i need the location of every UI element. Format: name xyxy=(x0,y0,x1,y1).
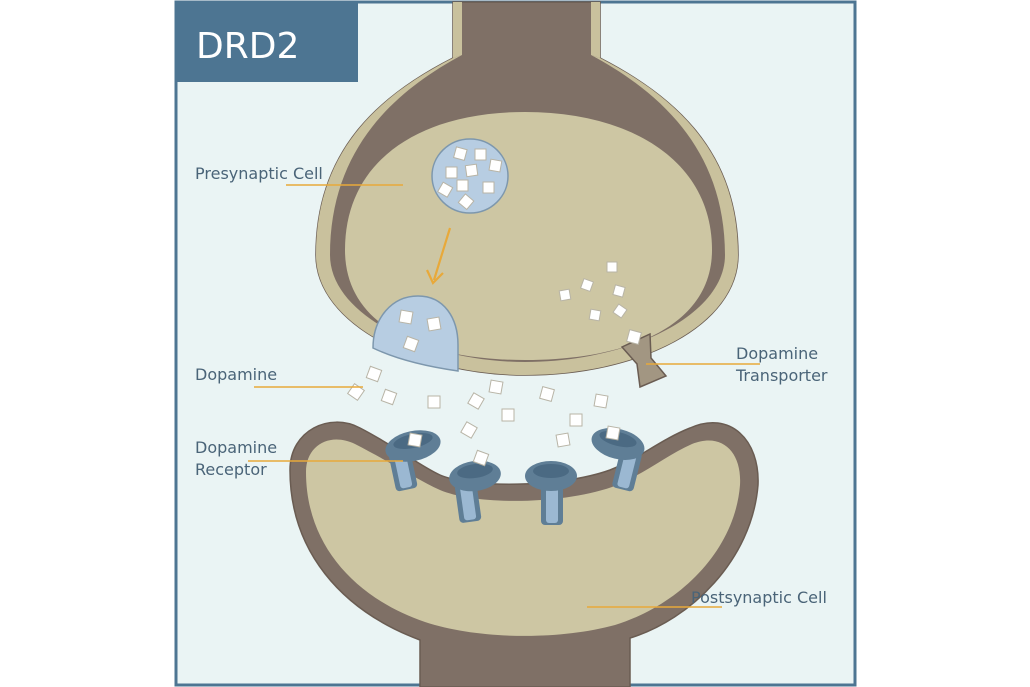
callout-lines xyxy=(248,184,760,608)
dopamine-molecule xyxy=(612,284,626,298)
dopamine-molecule xyxy=(467,392,485,410)
dopamine-receptor-4 xyxy=(591,425,645,492)
title-bar xyxy=(176,2,358,82)
dopamine-molecule xyxy=(569,413,583,427)
dopamine-molecule xyxy=(555,432,571,448)
dopamine-receptor-2 xyxy=(449,449,501,523)
diagram-title: DRD2 xyxy=(196,26,299,67)
dopamine-molecule xyxy=(457,193,475,211)
dopamine-receptor-1 xyxy=(385,430,441,492)
axon-stripe-left xyxy=(453,2,462,58)
dopamine-molecule xyxy=(626,329,642,345)
receptor-cap-top xyxy=(457,463,493,479)
receptor-stem-highlight xyxy=(546,487,558,523)
dopamine-molecule xyxy=(365,365,383,383)
label-dopamine-transporter-line1: Dopamine xyxy=(736,344,818,363)
label-postsynaptic-cell: Postsynaptic Cell xyxy=(691,588,827,607)
dopamine-molecule xyxy=(407,432,423,448)
axon-stripe-right xyxy=(591,2,600,58)
dopamine-molecule xyxy=(456,179,469,192)
label-dopamine-receptor-line1: Dopamine xyxy=(195,438,277,457)
dopamine-receptor-3 xyxy=(525,461,577,525)
label-dopamine-transporter-line2: Transporter xyxy=(735,366,828,385)
dopamine-molecule xyxy=(402,335,420,353)
dopamine-molecule xyxy=(453,146,468,161)
dopamine-molecule xyxy=(445,166,458,179)
vesicle-top xyxy=(431,138,509,214)
dopamine-molecule xyxy=(606,261,618,273)
label-presynaptic-cell: Presynaptic Cell xyxy=(195,164,323,183)
dopamine-molecule xyxy=(460,421,478,439)
dopamine-molecule xyxy=(426,316,442,332)
dopamine-molecule xyxy=(427,395,441,409)
reuptake-dopamine-cluster xyxy=(558,261,628,322)
transporter-shape xyxy=(620,332,668,389)
label-dopamine-receptor-line2: Receptor xyxy=(195,460,267,479)
dopamine-molecule xyxy=(474,148,487,161)
dopamine-molecule xyxy=(464,163,479,178)
dopamine-molecule xyxy=(579,277,595,293)
synaptic-cleft-dopamine xyxy=(346,365,609,448)
dopamine-molecule xyxy=(482,181,495,194)
dopamine-molecule xyxy=(398,309,414,325)
dopamine-molecule xyxy=(472,449,490,467)
dopamine-molecule xyxy=(501,408,515,422)
vesicle-movement-arrow xyxy=(426,227,452,285)
dopamine-molecule xyxy=(539,386,555,402)
vesicle-fusing xyxy=(372,295,459,372)
dopamine-molecule xyxy=(593,393,609,409)
receptor-cap-top xyxy=(533,464,569,478)
dopamine-molecule xyxy=(588,308,602,322)
dopamine-transporter xyxy=(620,329,668,389)
dopamine-molecule xyxy=(558,288,572,302)
dopamine-molecule xyxy=(605,425,621,441)
dopamine-molecule xyxy=(612,303,628,319)
dopamine-molecule xyxy=(488,379,504,395)
dopamine-molecule xyxy=(488,158,503,173)
vesicle-fusing-body xyxy=(372,295,459,372)
dopamine-molecule xyxy=(436,181,454,198)
dopamine-molecule xyxy=(380,388,398,406)
label-dopamine: Dopamine xyxy=(195,365,277,384)
receptor-stem-highlight xyxy=(459,483,477,521)
receptor-stem-highlight xyxy=(617,451,637,489)
